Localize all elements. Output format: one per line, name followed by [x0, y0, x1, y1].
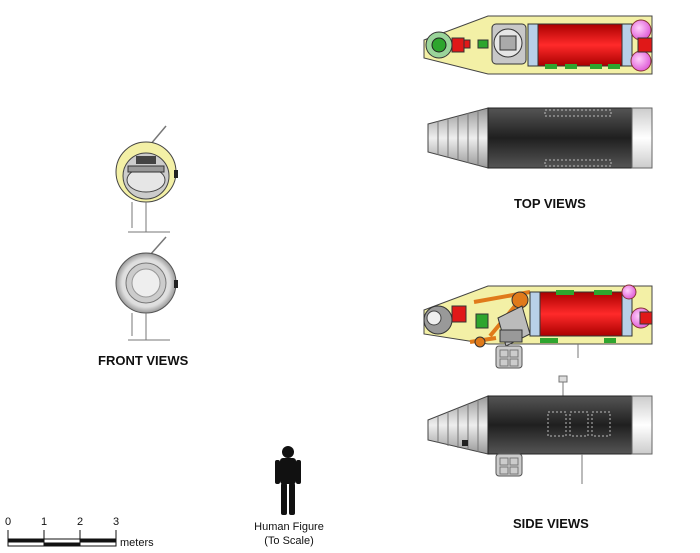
side-view-cutaway: [423, 284, 653, 369]
scale-tick-3: 3: [113, 516, 120, 528]
scale-tick-0: 0: [5, 516, 12, 528]
human-figure-scale-note: (To Scale): [264, 535, 314, 547]
scale-tick-2: 2: [77, 516, 84, 528]
human-figure-silhouette: [275, 446, 301, 515]
side-views-label: SIDE VIEWS: [513, 516, 589, 531]
scale-tick-1: 1: [41, 516, 48, 528]
front-view-exterior: [115, 236, 178, 341]
human-figure-caption: Human Figure: [254, 521, 324, 533]
top-view-exterior: [427, 107, 653, 169]
side-view-exterior: [427, 375, 653, 484]
scale-bar: [7, 530, 117, 547]
front-views-label: FRONT VIEWS: [98, 353, 189, 368]
scale-unit: meters: [120, 537, 154, 549]
top-views-label: TOP VIEWS: [514, 196, 586, 211]
top-view-cutaway: [423, 15, 653, 75]
front-view-cutaway: [115, 125, 178, 233]
